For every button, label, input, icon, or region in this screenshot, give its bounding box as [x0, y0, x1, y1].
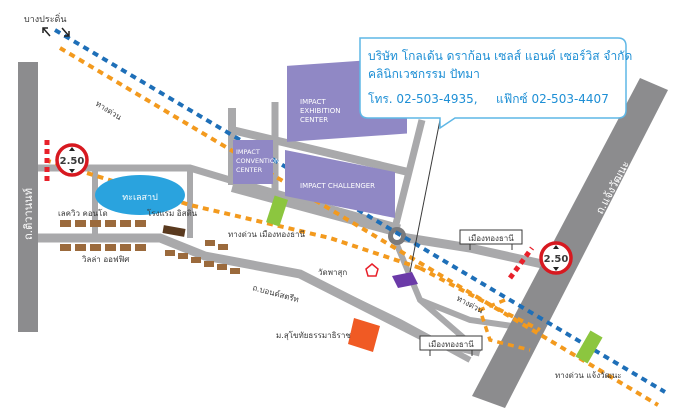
- label-tang-duan-top: ทางด่วน: [94, 99, 124, 122]
- callout-company: บริษัท โกลเด้น ดราก้อน เซลส์ แอนด์ เซอร์…: [368, 49, 632, 63]
- muang-thong-sign-upper: เมืองทองธานี: [459, 229, 523, 250]
- temple-icon: [365, 263, 379, 277]
- label-exhibition-center: IMPACT EXHIBITION CENTER: [300, 98, 343, 124]
- label-bondstreet-road: ถ.บอนด์สตรีท: [251, 282, 300, 304]
- callout-fax: แฟ๊กซ์ 02-503-4407: [496, 92, 609, 106]
- expressway-orange-loop: [477, 298, 531, 352]
- sukhothai-university: [348, 318, 380, 352]
- destination-marker: [392, 272, 418, 288]
- impact-challenger: [285, 150, 395, 218]
- road-impact-north: [231, 126, 409, 176]
- impact-convention-center: [233, 140, 273, 184]
- housing-lots: [60, 220, 240, 274]
- direction-arrows: [42, 27, 70, 37]
- label-bang-pradoem: บางประดิ่น: [24, 12, 67, 25]
- callout-phone: โทร. 02-503-4935,: [368, 92, 478, 106]
- height-limit-sign-left: 2.50: [55, 143, 89, 177]
- label-wat-pha-suk: วัดพาสุก: [318, 268, 347, 277]
- exhibition-line-1: IMPACT: [300, 98, 326, 106]
- callout-clinic: คลินิกเวชกรรม ปัทมา: [368, 67, 480, 81]
- label-expressway-muang-thong: ทางด่วน เมืองทองธานี: [228, 230, 305, 239]
- expressway-orange-branch-lower: [419, 266, 541, 332]
- height-limit-left-label: 2.50: [60, 156, 85, 167]
- tiwanon-road: [18, 62, 38, 332]
- label-sukhothai-school: ม.สุโขทัยธรรมาธิราช: [276, 330, 351, 340]
- label-expressway-chaeng-wattana: ทางด่วน แจ้งวัฒนะ: [555, 371, 622, 380]
- height-limit-right-label: 2.50: [544, 254, 569, 265]
- height-limit-sign-right: 2.50: [539, 241, 573, 275]
- callout-pointer: [409, 119, 441, 273]
- road-impact-south: [230, 184, 397, 236]
- label-lake: ทะเลสาป: [122, 193, 158, 203]
- lake: [95, 175, 185, 215]
- convention-line-3: CENTER: [236, 166, 263, 174]
- exhibition-line-2: EXHIBITION: [300, 107, 341, 115]
- label-lake-condo: เลควิว คอนโด: [58, 208, 108, 218]
- road-impact-east: [391, 119, 426, 229]
- warning-stripe-right: [507, 246, 535, 280]
- label-villa-office: วิลล่า ออฟฟิศ: [81, 255, 129, 264]
- label-impact-challenger: IMPACT CHALLENGER: [300, 182, 375, 190]
- exhibition-line-3: CENTER: [300, 116, 328, 124]
- sign-muang-thong-2: เมืองทองธานี: [428, 340, 474, 349]
- label-convention-center: IMPACT CONVENTION CENTER: [236, 148, 282, 174]
- expressway-gate-chaeng-wattana: [575, 330, 603, 364]
- convention-line-2: CONVENTION: [236, 157, 280, 165]
- chaeng-wattana-road: [472, 78, 668, 408]
- muang-thong-sign-lower: เมืองทองธานี: [419, 335, 483, 356]
- expressway-orange-branch-top: [44, 158, 421, 270]
- sign-muang-thong-1: เมืองทองธานี: [468, 234, 514, 243]
- hotel-block: [162, 225, 186, 237]
- company-callout: บริษัท โกลเด้น ดราก้อน เซลส์ แอนด์ เซอร์…: [359, 37, 632, 130]
- label-hotel: โรงแรม อิสติน: [147, 208, 198, 218]
- expressway-gate-muang-thong: [266, 195, 288, 227]
- convention-line-1: IMPACT: [236, 148, 260, 156]
- label-tiwanon-road: ถ.ติวานนท์: [22, 188, 35, 240]
